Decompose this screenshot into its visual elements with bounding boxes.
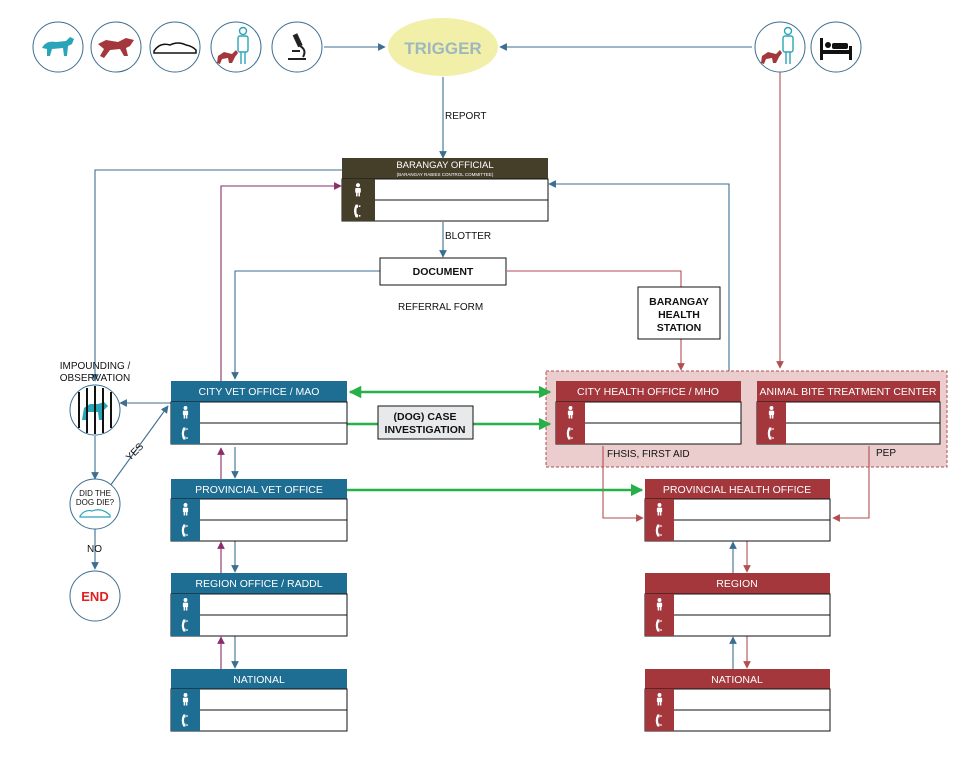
dog-die-line1: DID THE [79,489,111,498]
trigger-icons-right [754,21,862,73]
no-label: NO [87,544,102,555]
health-office-city: CITY HEALTH OFFICE / MHO [555,381,742,445]
dog-die-decision: DID THE DOG DIE? [69,478,121,530]
health-station-line3: STATION [657,322,702,334]
caged-dog-icon [69,384,121,436]
bitten-person-icon [210,21,262,73]
vet-office-title: PROVINCIAL VET OFFICE [195,484,323,496]
health-station-line1: BARANGAY [649,296,709,308]
vet-office-title: REGION OFFICE / RADDL [195,578,322,590]
dog-die-line2: DOG DIE? [76,498,115,507]
barangay-subtitle: (BARANGAY RABIES CONTROL COMMITTEE) [397,172,494,177]
referral-form-label: REFERRAL FORM [398,302,483,313]
hospital-bed-icon [810,21,862,73]
report-label: REPORT [445,111,487,122]
health-office-title: NATIONAL [711,674,763,686]
health-office-title: ANIMAL BITE TREATMENT CENTER [760,386,937,398]
case-investigation-box: (DOG) CASE INVESTIGATION [377,405,474,440]
impounding-line2: OBSERVATION [60,373,131,384]
health-station-line2: HEALTH [658,309,700,321]
health-office-region: REGION [644,573,831,637]
health-office-abtc: ANIMAL BITE TREATMENT CENTER [756,381,941,445]
trigger-label: TRIGGER [404,39,481,58]
vet-office-provincial: PROVINCIAL VET OFFICE [170,479,348,542]
vet-office-title: CITY VET OFFICE / MAO [199,386,320,398]
fhsis-label: FHSIS, FIRST AID [607,449,690,460]
document-label: DOCUMENT [413,266,474,278]
case-investigation-line1: (DOG) CASE [394,411,457,423]
microscope-icon [271,21,323,73]
pep-label: PEP [876,448,896,459]
health-office-provincial: PROVINCIAL HEALTH OFFICE [644,479,831,542]
vet-office-city: CITY VET OFFICE / MAO [170,381,348,445]
impounding-node: IMPOUNDING / OBSERVATION [60,361,131,436]
impounding-line1: IMPOUNDING / [60,361,131,372]
green-connectors [347,385,644,497]
health-office-title: PROVINCIAL HEALTH OFFICE [663,484,811,496]
vet-office-title: NATIONAL [233,674,285,686]
bitten-person-icon [754,21,806,73]
end-node: END [69,570,121,622]
trigger-icons-left [32,21,323,73]
barangay-official-box: BARANGAY OFFICIAL (BARANGAY RABIES CONTR… [341,158,549,222]
dog-icon [32,21,84,73]
case-investigation-line2: INVESTIGATION [385,424,466,436]
end-label: END [81,589,108,604]
connector-lines [91,43,870,669]
health-office-title: REGION [716,578,757,590]
biting-dog-icon [90,21,142,73]
document-box: DOCUMENT [379,257,507,286]
dead-dog-icon [149,21,201,73]
blotter-label: BLOTTER [445,231,491,242]
health-office-national: NATIONAL [644,669,831,732]
health-office-title: CITY HEALTH OFFICE / MHO [577,386,719,398]
barangay-health-station-box: BARANGAY HEALTH STATION [637,286,721,340]
vet-office-national: NATIONAL [170,669,348,732]
vet-office-region: REGION OFFICE / RADDL [170,573,348,637]
trigger-node: TRIGGER [388,18,498,76]
barangay-title: BARANGAY OFFICIAL [396,160,493,171]
yes-label: YES [124,441,146,463]
dead-dog-icon [79,509,111,518]
